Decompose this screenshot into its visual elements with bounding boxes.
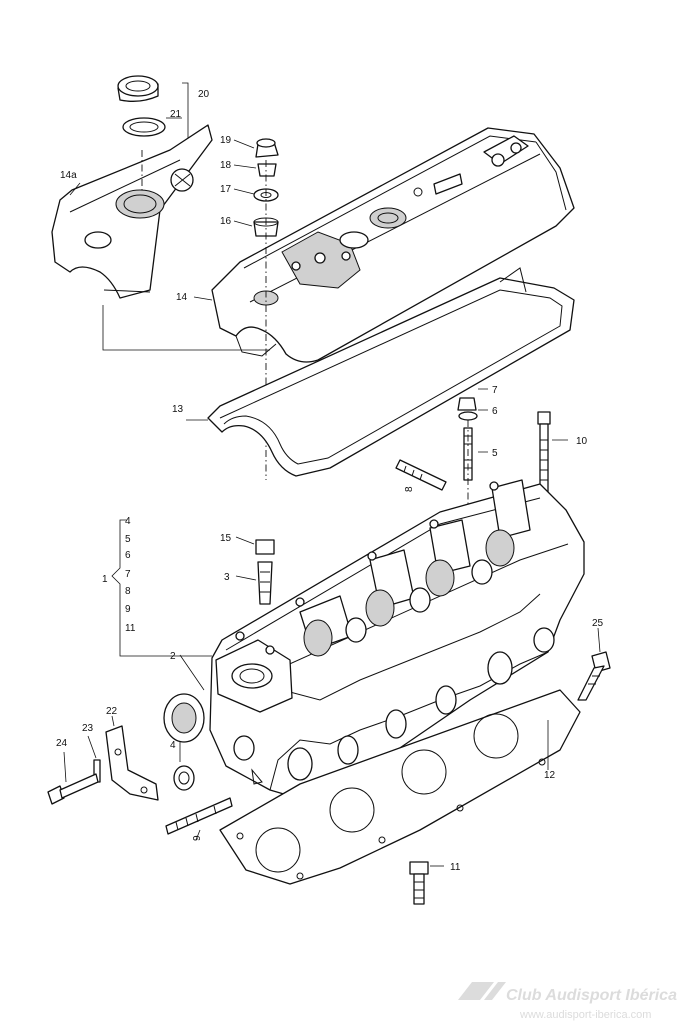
alignment-line [102,305,270,351]
leaders-16-19 [233,139,257,227]
grommet-18 [257,163,277,177]
cap-15 [255,539,275,555]
plate-22 [105,725,159,801]
label-5: 5 [492,448,498,459]
bolt-10 [537,411,551,501]
leader-25 [597,627,601,653]
label-19: 19 [220,135,232,146]
label-21: 21 [170,109,182,120]
label-24: 24 [56,738,68,749]
label-bracket-6: 6 [125,550,131,561]
label-25: 25 [592,618,604,629]
label-15: 15 [220,533,232,544]
label-23: 23 [82,723,94,734]
label-14a: 14a [60,170,77,181]
filler-cap-seal [122,117,166,137]
leaders-3-15 [235,536,257,581]
oil-seal-2 [163,693,205,743]
leader-22 [111,715,115,727]
seal-ring-4 [173,765,195,791]
label-9: 9 [192,835,203,841]
bolt-25 [577,651,611,701]
cylinder-head [209,479,585,805]
label-bracket-9: 9 [125,604,131,615]
valve-cover-14 [211,127,575,363]
watermark-url: www.audisport-iberica.com [519,1009,651,1021]
label-7: 7 [492,385,498,396]
leaders-5-10 [478,388,568,453]
watermark-title: Club Audisport Ibérica [506,987,677,1004]
label-6: 6 [492,406,498,417]
label-bracket-8: 8 [125,586,131,597]
oil-filler-cap [117,75,159,102]
leader-14 [193,296,213,301]
stud-3 [257,561,273,605]
washer-6 [458,411,478,421]
leader-14a [69,182,81,196]
label-17: 17 [220,184,232,195]
valve-cover-14a [51,124,213,299]
watermark-logo [458,982,506,1000]
label-18: 18 [220,160,232,171]
cap-nut-19 [255,138,279,158]
label-10: 10 [576,436,588,447]
valve-cover-gasket-13 [207,267,575,477]
bolt-11 [409,861,429,905]
leaders-2-4 [179,654,205,762]
stud-9 [165,797,233,835]
label-bracket-5: 5 [125,534,131,545]
nut-7 [457,397,477,411]
label-12: 12 [544,770,556,781]
head-gasket-12 [219,689,581,885]
label-22: 22 [106,706,118,717]
label-16: 16 [220,216,232,227]
bracket-1 [111,519,212,657]
label-3: 3 [224,572,230,583]
leader-24 [63,751,67,783]
label-14: 14 [176,292,188,303]
leader-9 [195,829,201,841]
label-1: 1 [102,574,108,585]
leader-23 [87,735,97,759]
label-bracket-11: 11 [125,623,136,634]
label-bracket-7: 7 [125,569,131,580]
label-4: 4 [170,740,176,751]
label-13: 13 [172,404,184,415]
bolt-24 [47,773,99,805]
label-8: 8 [404,486,415,492]
stud-8 [395,459,447,491]
label-2: 2 [170,651,176,662]
label-20: 20 [198,89,210,100]
label-11: 11 [450,862,461,873]
label-bracket-4: 4 [125,516,131,527]
